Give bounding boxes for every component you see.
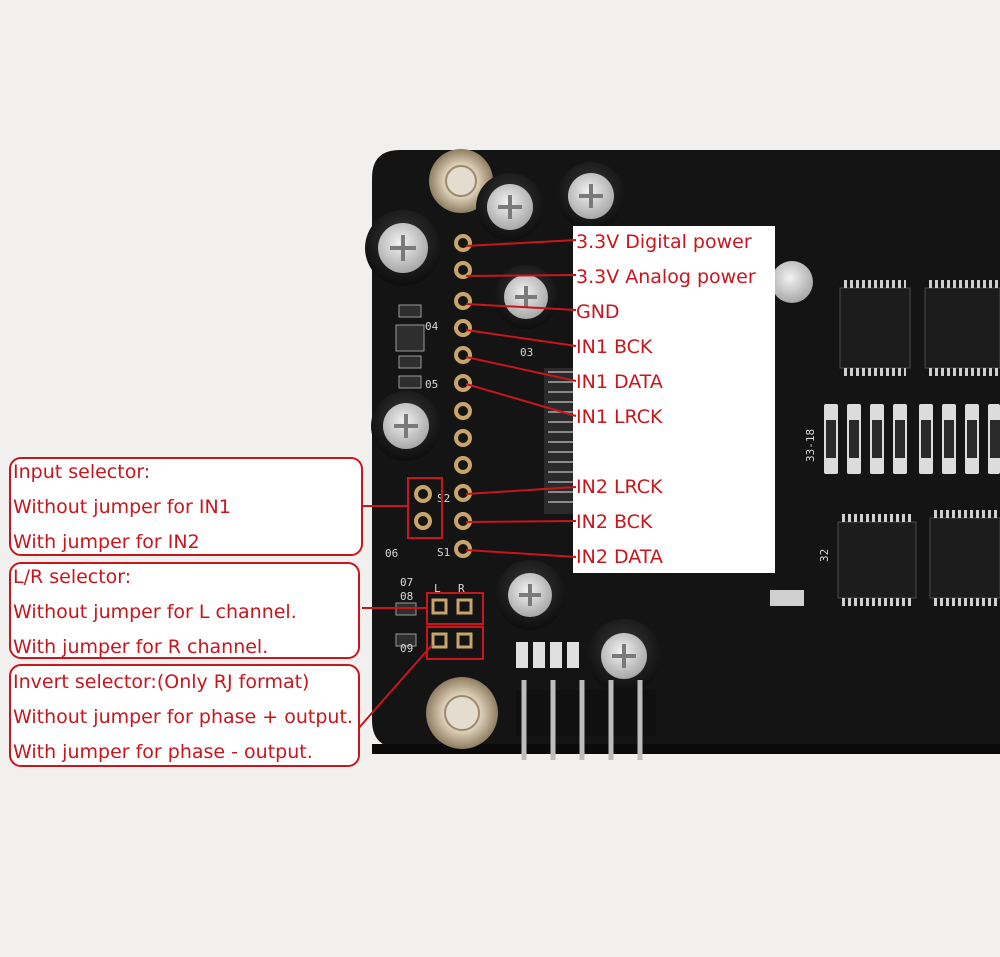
capacitor-6	[495, 560, 565, 630]
ic-chip-1	[839, 280, 911, 376]
lr-selector-title: L/R selector:	[13, 566, 132, 588]
invert-selector-callout: Invert selector:(Only RJ format) Without…	[9, 664, 360, 767]
invert-selector-box	[426, 626, 484, 660]
resistor-array-marks	[826, 420, 1000, 458]
pin-label-in1-lrck: IN1 LRCK	[576, 406, 663, 428]
lr-selector-line2: With jumper for R channel.	[13, 636, 269, 658]
silk-r6: 09	[400, 642, 413, 655]
invert-selector-line2: With jumper for phase - output.	[13, 741, 313, 763]
capacitor-5	[371, 391, 441, 461]
pin-label-gnd: GND	[576, 301, 620, 323]
ic-chip-3	[837, 514, 917, 606]
input-selector-title: Input selector:	[13, 461, 151, 483]
invert-selector-pads	[431, 632, 473, 649]
pin-label-analog-power: 3.3V Analog power	[576, 266, 756, 288]
invert-selector-line1: Without jumper for phase + output.	[13, 706, 353, 728]
leader-lines	[356, 239, 577, 731]
lr-selector-line1: Without jumper for L channel.	[13, 601, 297, 623]
silk-r3: 06	[385, 547, 398, 560]
mounting-hole-top	[429, 149, 493, 213]
silk-r2: 05	[425, 378, 438, 391]
smd-components-left	[395, 304, 425, 647]
mounting-hole-bottom	[426, 677, 498, 749]
silk-ic: 03	[520, 346, 533, 359]
ic-chip-4	[929, 510, 1000, 606]
silkscreen-markings: 04 05 03 06 07 08 09 S2 S1 L R 33-18 32	[385, 320, 831, 655]
silk-r5: 08	[400, 590, 413, 603]
pin-label-in1-bck: IN1 BCK	[576, 336, 653, 358]
silk-r: R	[458, 582, 465, 595]
pin-label-in2-lrck: IN2 LRCK	[576, 476, 663, 498]
silk-s1: S1	[437, 546, 450, 559]
invert-selector-title: Invert selector:(Only RJ format)	[13, 671, 310, 693]
input-selector-line2: With jumper for IN2	[13, 531, 200, 553]
lr-selector-pads	[431, 598, 473, 615]
lr-selector-box	[426, 592, 484, 625]
silk-s2: S2	[437, 492, 450, 505]
capacitor-3	[365, 210, 441, 286]
pin-label-in2-bck: IN2 BCK	[576, 511, 653, 533]
pin-label-in1-data: IN1 DATA	[576, 371, 663, 393]
capacitor-2	[557, 162, 625, 230]
pin-label-in2-data: IN2 DATA	[576, 546, 663, 568]
input-selector-pads	[414, 485, 432, 530]
silk-l: L	[434, 582, 441, 595]
silk-num2: 32	[818, 549, 831, 562]
capacitor-8	[771, 261, 813, 303]
silk-r4: 07	[400, 576, 413, 589]
pin-label-digital-power: 3.3V Digital power	[576, 231, 752, 253]
silk-r1: 04	[425, 320, 439, 333]
pin-label-panel	[573, 226, 775, 573]
lr-selector-callout: L/R selector: Without jumper for L chann…	[9, 562, 360, 659]
capacitor-7	[587, 619, 661, 693]
ic-chip-2	[924, 280, 1000, 376]
bottom-resistors	[516, 642, 579, 668]
capacitor-1	[476, 173, 544, 241]
silk-num1: 33-18	[804, 429, 817, 462]
bottom-smd-part	[770, 590, 804, 606]
input-selector-line1: Without jumper for IN1	[13, 496, 231, 518]
input-selector-callout: Input selector: Without jumper for IN1 W…	[9, 457, 363, 556]
input-selector-box	[407, 477, 443, 539]
bottom-pin-header	[516, 680, 656, 760]
board-shadow-edge	[372, 744, 1000, 754]
selector-boxes	[407, 477, 484, 660]
